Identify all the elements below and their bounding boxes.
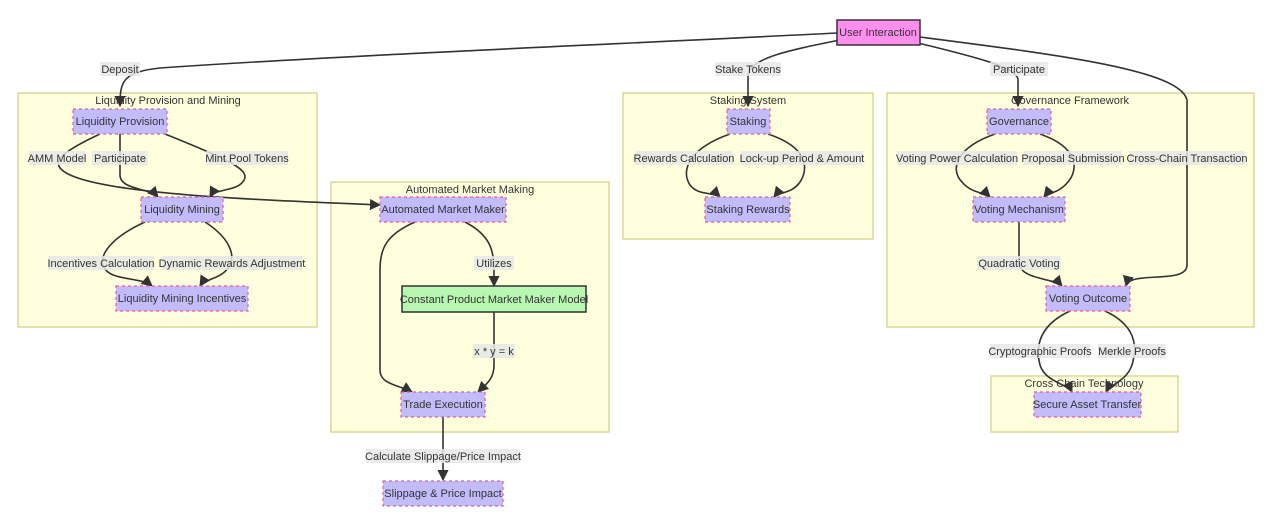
edge-label-incentives-calculation: Incentives Calculation — [47, 258, 154, 270]
edge-label-proposal-submission: Proposal Submission — [1021, 153, 1124, 165]
edge-label-amm-model: AMM Model — [28, 153, 87, 165]
edge-label-cryptographic-proofs: Cryptographic Proofs — [988, 346, 1092, 358]
edge-staking-to-rewards-lockup — [767, 133, 806, 198]
edge-label-slippage-calculation: Calculate Slippage/Price Impact — [365, 451, 521, 463]
node-label-governance: Governance — [989, 116, 1049, 128]
nodes: User Interaction Liquidity Provision Liq… — [72, 19, 1142, 507]
node-governance[interactable]: Governance — [986, 108, 1052, 135]
cluster-title-amm: Automated Market Making — [406, 184, 534, 196]
node-label-staking-rewards: Staking Rewards — [706, 204, 790, 216]
node-label-liquidity-mining-incentives: Liquidity Mining Incentives — [118, 293, 247, 305]
edge-staking-to-rewards-calc — [685, 133, 731, 198]
edge-label-stake-tokens: Stake Tokens — [715, 64, 781, 76]
node-label-constant-product-model: Constant Product Market Maker Model — [400, 294, 588, 306]
node-liquidity-mining[interactable]: Liquidity Mining — [140, 196, 224, 223]
edge-label-voting-power: Voting Power Calculation — [896, 153, 1018, 165]
node-trade-execution[interactable]: Trade Execution — [400, 391, 486, 418]
node-user-interaction[interactable]: User Interaction — [836, 19, 921, 46]
node-liquidity-provision[interactable]: Liquidity Provision — [72, 108, 168, 135]
edge-gov-to-vmech-power — [955, 133, 996, 198]
edge-vout-to-sat-merkle — [1104, 310, 1136, 394]
edge-lp-to-lm-participate — [119, 134, 159, 198]
cluster-title-crosschain: Cross Chain Technology — [1024, 378, 1144, 390]
edge-label-utilizes: Utilizes — [476, 258, 512, 270]
node-label-liquidity-mining: Liquidity Mining — [144, 204, 220, 216]
node-staking[interactable]: Staking — [726, 108, 771, 135]
edge-label-rewards-calculation: Rewards Calculation — [634, 153, 735, 165]
node-secure-asset-transfer[interactable]: Secure Asset Transfer — [1033, 391, 1142, 418]
node-label-secure-asset-transfer: Secure Asset Transfer — [1033, 399, 1142, 411]
edge-cpmm-to-trade — [477, 312, 495, 393]
node-voting-outcome[interactable]: Voting Outcome — [1045, 285, 1131, 312]
cluster-title-liquidity: Liquidity Provision and Mining — [95, 95, 241, 107]
node-label-voting-outcome: Voting Outcome — [1049, 293, 1127, 305]
node-label-user-interaction: User Interaction — [839, 27, 917, 39]
node-voting-mechanism[interactable]: Voting Mechanism — [972, 196, 1066, 223]
edge-label-cross-chain-transaction: Cross-Chain Transaction — [1126, 153, 1247, 165]
edge-labels: Deposit Stake Tokens Participate AMM Mod… — [28, 62, 1248, 463]
edge-label-formula: x * y = k — [474, 346, 514, 358]
edge-label-deposit: Deposit — [101, 64, 138, 76]
edge-label-mint-pool-tokens: Mint Pool Tokens — [205, 153, 289, 165]
edge-label-merkle-proofs: Merkle Proofs — [1098, 346, 1166, 358]
node-liquidity-mining-incentives[interactable]: Liquidity Mining Incentives — [115, 285, 249, 312]
edge-gov-to-vmech-proposal — [1039, 133, 1075, 198]
edge-amm-to-trade — [379, 221, 416, 393]
node-slippage-price-impact[interactable]: Slippage & Price Impact — [382, 480, 504, 507]
node-label-trade-execution: Trade Execution — [403, 399, 483, 411]
edge-label-quadratic-voting: Quadratic Voting — [978, 258, 1059, 270]
cluster-title-governance: Governance Framework — [1011, 95, 1129, 107]
node-constant-product-model[interactable]: Constant Product Market Maker Model — [400, 285, 588, 313]
node-label-automated-market-maker: Automated Market Maker — [381, 204, 505, 216]
edge-label-participate-gov: Participate — [993, 64, 1045, 76]
node-automated-market-maker[interactable]: Automated Market Maker — [379, 196, 507, 223]
node-label-voting-mechanism: Voting Mechanism — [974, 204, 1064, 216]
node-label-slippage-price-impact: Slippage & Price Impact — [384, 488, 501, 500]
node-label-liquidity-provision: Liquidity Provision — [76, 116, 165, 128]
edge-label-dynamic-rewards: Dynamic Rewards Adjustment — [159, 258, 306, 270]
edge-label-lockup-period: Lock-up Period & Amount — [740, 153, 865, 165]
node-label-staking: Staking — [730, 116, 767, 128]
edges — [57, 32, 1188, 482]
edge-vout-to-sat-crypto — [1037, 310, 1073, 394]
edge-label-participate-lm: Participate — [94, 153, 146, 165]
edge-user-to-voting-outcome — [919, 36, 1188, 288]
node-staking-rewards[interactable]: Staking Rewards — [704, 196, 791, 223]
